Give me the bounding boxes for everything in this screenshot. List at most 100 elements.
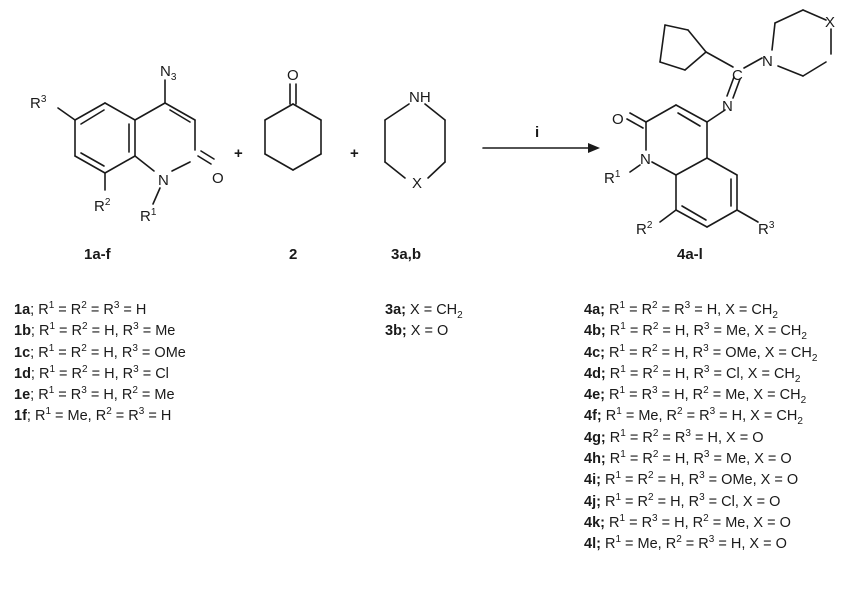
list-item: 3a; X = CH2 [385, 300, 463, 321]
text-run: = Me, R [621, 536, 677, 553]
text-run: = H, R [657, 387, 704, 404]
text-run: R [34, 408, 46, 425]
text-run: R [38, 323, 50, 340]
text-run: R [38, 302, 49, 318]
separator: ; [30, 365, 39, 382]
superscript: 3 [699, 491, 705, 503]
list-item: 4a; R1 = R2 = R3 = H, X = CH2 [584, 300, 817, 321]
text-run: R [605, 408, 617, 425]
superscript: 2 [82, 321, 88, 333]
text-run: R [604, 493, 616, 510]
superscript: 1 [615, 491, 621, 503]
text-run: = Me [137, 387, 175, 404]
superscript: 2 [132, 385, 138, 397]
atom-x-product: X [825, 14, 835, 31]
compound-id: 4j; [584, 493, 605, 510]
compound-id: 3b; [385, 323, 407, 340]
structure-4 [626, 9, 832, 228]
superscript: 2 [81, 342, 87, 354]
text-run: = OMe, X = CH [708, 344, 812, 361]
superscript: 2 [652, 364, 659, 376]
text-run: = R [625, 344, 653, 361]
label-1: 1a-f [84, 246, 112, 263]
atom-o-ketone: O [287, 67, 299, 84]
text-run: = Me, X = CH [709, 323, 802, 340]
superscript: 2 [703, 513, 709, 525]
text-run: = H, R [657, 514, 704, 531]
text-run: = Cl, X = CH [709, 365, 795, 382]
superscript: 2 [81, 300, 87, 312]
compound-id: 1d [14, 365, 31, 382]
superscript: 3 [699, 470, 705, 482]
superscript: 3 [132, 342, 138, 354]
superscript: 2 [648, 491, 654, 503]
compound-id: 4c; [584, 344, 609, 361]
atom-nh-amine: NH [409, 89, 431, 106]
text-run: = Me, R [51, 408, 107, 425]
compound-id: 4i; [584, 472, 605, 489]
superscript: 1 [620, 449, 626, 461]
list-item: 4d; R1 = R2 = H, R3 = Cl, X = CH2 [584, 364, 817, 385]
text-run: = OMe, X = O [704, 472, 799, 489]
text-run: = H, R [86, 387, 133, 404]
text-run: R [604, 536, 616, 553]
text-run: = R [621, 472, 648, 489]
superscript: 1 [620, 364, 626, 376]
superscript: 2 [652, 449, 659, 461]
text-run: = H, R [653, 493, 700, 510]
superscript: 2 [82, 364, 88, 376]
compound-id: 4h; [584, 451, 610, 468]
superscript: 1 [619, 342, 626, 354]
superscript: 2 [677, 406, 683, 418]
text-run: R [38, 387, 49, 404]
text-run: = R [55, 365, 83, 382]
list-item: 4i; R1 = R2 = H, R3 = OMe, X = O [584, 470, 817, 491]
text-run: X = O [406, 323, 449, 340]
subscript: 2 [794, 373, 801, 385]
text-run: = H, R [658, 323, 704, 340]
text-run: = R [682, 408, 710, 425]
separator: ; [30, 302, 39, 318]
text-run: = Me, R [621, 408, 677, 425]
list-item: 3b; X = O [385, 321, 463, 342]
text-run: = R [625, 429, 653, 446]
atom-r1-product: R1 [604, 169, 621, 187]
compound-id: 4k; [584, 514, 609, 531]
plus-sign-2: + [350, 145, 359, 162]
text-run: = R [54, 302, 82, 318]
text-run: = R [54, 344, 82, 361]
superscript: 1 [48, 385, 55, 397]
compound-id: 4e; [584, 387, 609, 404]
text-run: = R [681, 536, 709, 553]
text-run: = R [86, 302, 114, 318]
list-item: 1d; R1 = R2 = H, R3 = Cl [14, 364, 186, 385]
text-run: = H [119, 302, 147, 318]
structure-1 [57, 79, 215, 205]
text-run: R [609, 323, 621, 340]
superscript: 3 [652, 513, 658, 525]
compound-id: 4b; [584, 323, 610, 340]
atom-r2-product: R2 [636, 220, 653, 238]
text-run: = H, R [87, 323, 134, 340]
text-run: X = CH [405, 302, 458, 318]
compound-id: 1e [14, 387, 31, 404]
atom-r3-product: R3 [758, 220, 775, 238]
superscript: 2 [106, 406, 112, 418]
text-run: R [609, 302, 620, 318]
superscript: 3 [81, 385, 87, 397]
list-item: 4g; R1 = R2 = R3 = H, X = O [584, 428, 817, 449]
compound-id: 3a; [385, 302, 406, 318]
superscript: 3 [685, 427, 691, 439]
compound-id: 4l; [584, 536, 605, 553]
structure-4-atom-labels: C N X N O N R1 R2 R3 [604, 14, 835, 238]
atom-o-product: O [612, 111, 624, 128]
subscript: 2 [811, 352, 818, 364]
text-run: = H [144, 408, 172, 425]
superscript: 1 [49, 321, 56, 333]
superscript: 2 [652, 342, 658, 354]
list-item: 1e; R1 = R3 = H, R2 = Me [14, 385, 186, 406]
text-run: = H, X = CH [690, 302, 773, 318]
superscript: 1 [49, 364, 56, 376]
text-run: = R [625, 323, 653, 340]
